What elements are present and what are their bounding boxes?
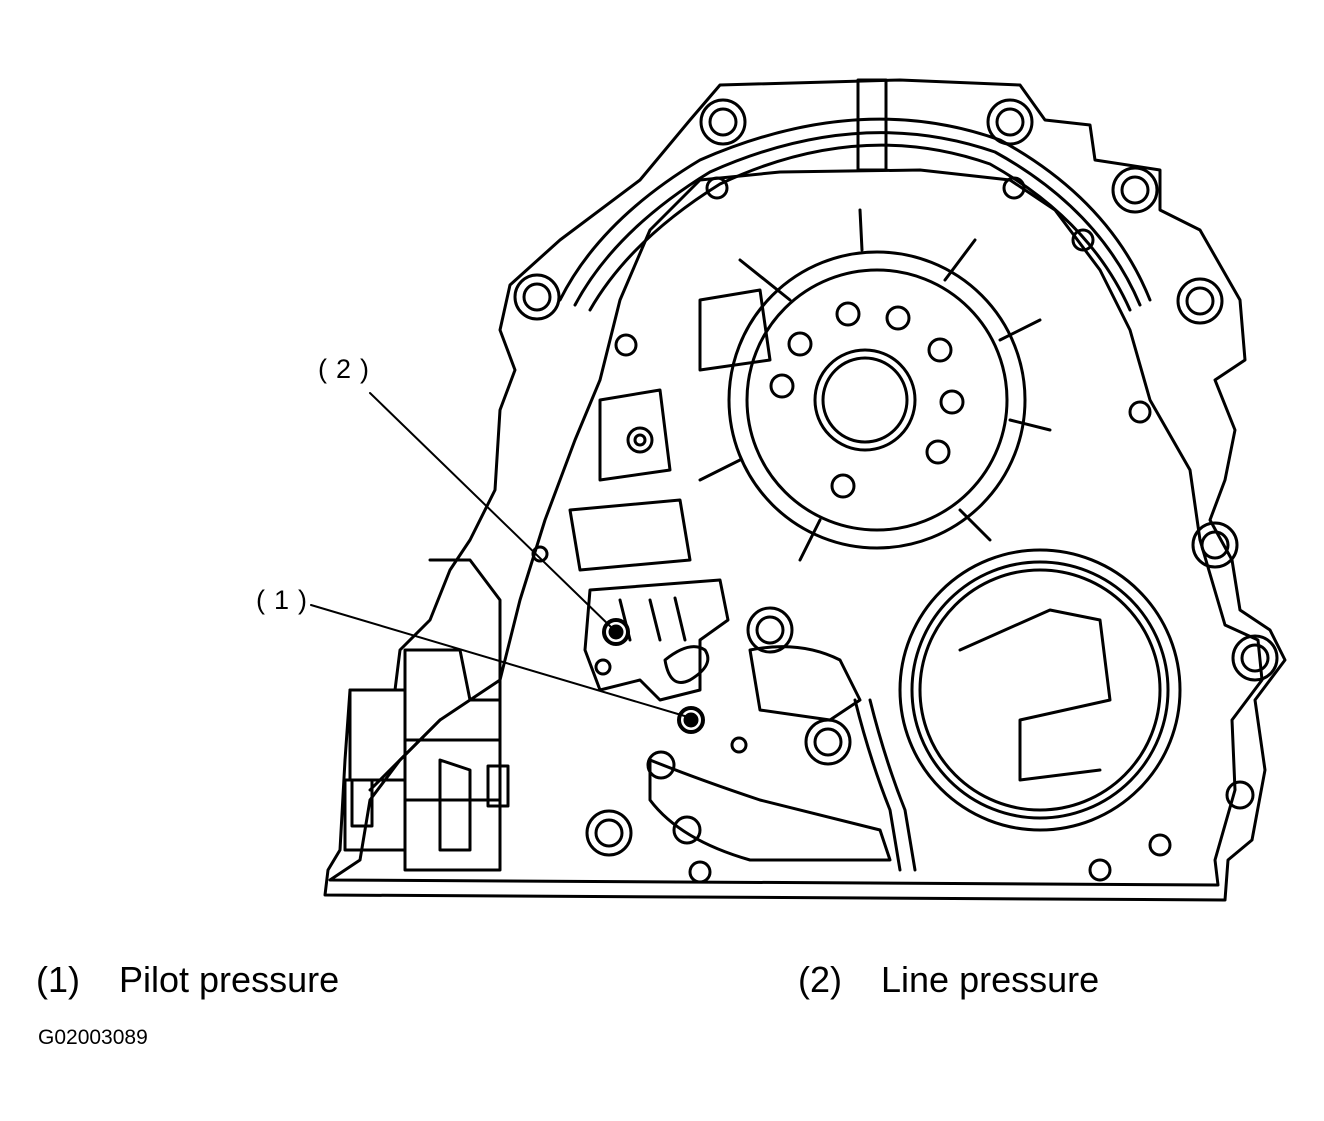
left-assembly [343, 558, 510, 872]
lower-seal-outer [898, 548, 1182, 832]
callout-1-leader [310, 604, 689, 718]
figure-code: G02003089 [38, 1026, 148, 1049]
main-bearing-bore [813, 348, 917, 452]
bolt-pattern [769, 301, 965, 499]
top-seal-arc [558, 117, 1152, 302]
legend-number: (2) [798, 959, 842, 1000]
legend-label: Line pressure [881, 959, 1100, 1000]
legend-label: Pilot pressure [119, 959, 340, 1000]
flange-bolt-holes [513, 98, 1279, 884]
pilot-pressure-port [677, 706, 705, 734]
legend-item-pilot-pressure: (1) Pilot pressure [36, 962, 339, 998]
legend-item-line-pressure: (2) Line pressure [798, 962, 1099, 998]
callout-1-label: (1) [256, 585, 316, 615]
main-bearing-outer [727, 250, 1027, 550]
legend-number: (1) [36, 959, 80, 1000]
transmission-case-drawing [310, 78, 1287, 902]
callout-2-label: (2) [318, 354, 378, 384]
housing-outline [323, 78, 1287, 902]
callout-2-leader [369, 392, 613, 629]
center-spokes [698, 208, 1052, 562]
valve-body-passages [568, 288, 917, 872]
inner-flange [328, 168, 1264, 887]
